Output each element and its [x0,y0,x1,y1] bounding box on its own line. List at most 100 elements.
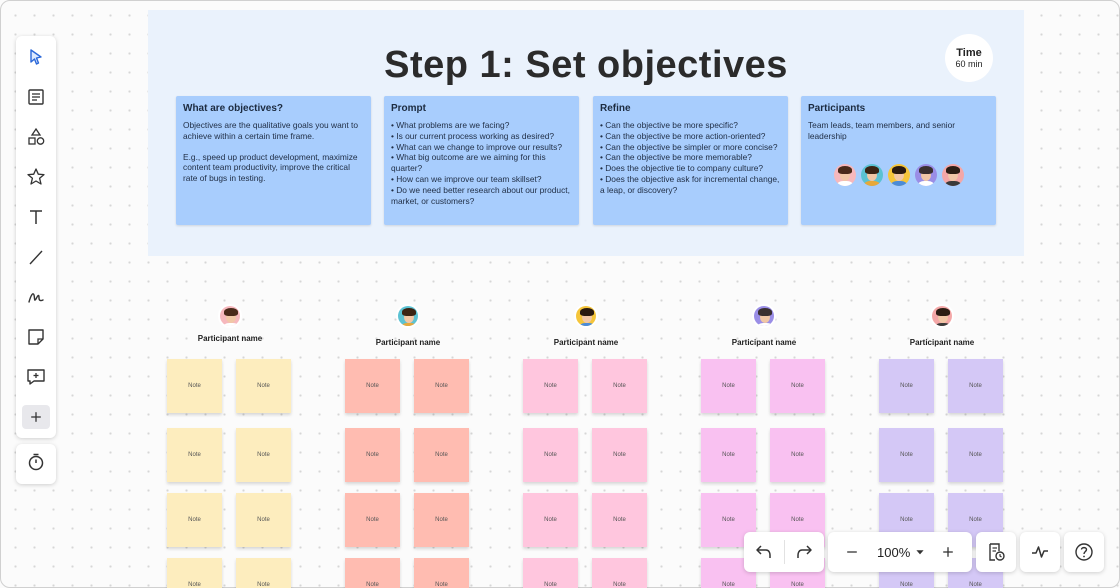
help-button[interactable] [1064,532,1104,572]
sticky-note[interactable]: Note [523,359,578,413]
sticky-note[interactable]: Note [236,359,291,413]
sticky-note[interactable]: Note [345,428,400,482]
plus-icon[interactable] [22,405,50,429]
sticky-note[interactable]: Note [345,359,400,413]
sticky-note[interactable]: Note [948,428,1003,482]
card-title: What are objectives? [183,103,284,114]
sticky-note[interactable]: Note [701,428,756,482]
sticky-note[interactable]: Note [345,558,400,588]
page-history-icon [984,540,1008,564]
undo-icon[interactable] [752,540,776,564]
sticky-note[interactable]: Note [236,558,291,588]
sticky-note[interactable]: Note [414,558,469,588]
select-tool-icon[interactable] [26,47,46,67]
time-label: Time [956,47,982,59]
sticky-note[interactable]: Note [523,428,578,482]
card-text: Objectives are the qualitative goals you… [183,120,359,141]
objectives-frame[interactable]: Step 1: Set objectives Time 60 min What … [148,10,1024,256]
prompt-list: • What problems are we facing? • Is our … [391,120,572,206]
avatar [941,163,964,186]
redo-icon[interactable] [792,540,816,564]
participant-header: Participant name [523,306,649,347]
template-icon[interactable] [26,87,46,107]
zoom-in-icon[interactable] [936,540,960,564]
participant-name[interactable]: Participant name [909,338,975,347]
sticky-note[interactable]: Note [167,428,222,482]
avatar [914,163,937,186]
avatar [220,306,240,326]
participant-name[interactable]: Participant name [731,338,797,347]
list-item: • Can the objective be more specific? [600,120,738,130]
sticky-note[interactable]: Note [592,493,647,547]
card-participants[interactable]: Participants Team leads, team members, a… [801,96,996,225]
card-text: Team leads, team members, and senior lea… [808,120,956,141]
sticky-note[interactable]: Note [592,428,647,482]
avatar [833,163,856,186]
time-value: 60 min [955,59,983,69]
sticky-note[interactable]: Note [345,493,400,547]
sticky-note[interactable]: Note [167,558,222,588]
sticky-note[interactable]: Note [770,428,825,482]
zoom-bar: 100% [828,532,972,572]
left-toolbar [16,36,56,438]
list-item: • What problems are we facing? [391,120,510,130]
sticky-note[interactable]: Note [414,428,469,482]
sticky-note[interactable]: Note [167,359,222,413]
refine-list: • Can the objective be more specific? • … [600,120,781,196]
participant-header: Participant name [167,306,293,343]
sticky-note-icon[interactable] [26,327,46,347]
text-icon[interactable] [26,207,46,227]
avatar [754,306,774,326]
participant-header: Participant name [345,306,471,347]
zoom-level[interactable]: 100% [877,545,911,560]
card-prompt[interactable]: Prompt • What problems are we facing? • … [384,96,579,225]
activity-button[interactable] [1020,532,1060,572]
line-icon[interactable] [26,247,46,267]
list-item: • Do we need better research about our p… [391,184,570,206]
chevron-down-icon[interactable] [908,540,932,564]
avatar [887,163,910,186]
sticky-note[interactable]: Note [879,359,934,413]
card-title: Refine [600,103,631,114]
sticky-note[interactable]: Note [523,558,578,588]
sticky-note[interactable]: Note [236,428,291,482]
pen-icon[interactable] [26,287,46,307]
sticky-note[interactable]: Note [414,493,469,547]
participant-name[interactable]: Participant name [197,334,263,343]
help-icon [1072,540,1096,564]
timer-icon [26,452,46,477]
list-item: • What big outcome are we aiming for thi… [391,152,546,174]
sticky-note[interactable]: Note [948,359,1003,413]
list-item: • Is our current process working as desi… [391,130,555,141]
activity-icon [1028,540,1052,564]
comment-icon[interactable] [26,367,46,387]
participant-header: Participant name [701,306,827,347]
list-item: • How can we improve our team skillset? [391,173,542,184]
card-text: E.g., speed up product development, maxi… [183,151,358,184]
sticky-note[interactable]: Note [770,359,825,413]
sticky-note[interactable]: Note [523,493,578,547]
list-item: • Does the objective ask for incremental… [600,173,780,195]
zoom-out-icon[interactable] [840,540,864,564]
shapes-icon[interactable] [26,127,46,147]
sticky-note[interactable]: Note [701,359,756,413]
sticky-note[interactable]: Note [414,359,469,413]
star-icon[interactable] [26,167,46,187]
participant-header: Participant name [879,306,1005,347]
card-what-are-objectives[interactable]: What are objectives? Objectives are the … [176,96,371,225]
sticky-note[interactable]: Note [236,493,291,547]
card-refine[interactable]: Refine • Can the objective be more speci… [593,96,788,225]
list-item: • Can the objective be simpler or more c… [600,141,778,152]
participant-name[interactable]: Participant name [375,338,441,347]
card-title: Prompt [391,103,426,114]
sticky-note[interactable]: Note [592,558,647,588]
participant-name[interactable]: Participant name [553,338,619,347]
timer-button[interactable] [16,444,56,484]
avatar-group [808,163,989,186]
list-item: • Can the objective be more action-orien… [600,130,766,141]
sticky-note[interactable]: Note [879,428,934,482]
sticky-note[interactable]: Note [167,493,222,547]
sticky-note[interactable]: Note [592,359,647,413]
history-button[interactable] [976,532,1016,572]
list-item: • What can we change to improve our resu… [391,141,562,152]
